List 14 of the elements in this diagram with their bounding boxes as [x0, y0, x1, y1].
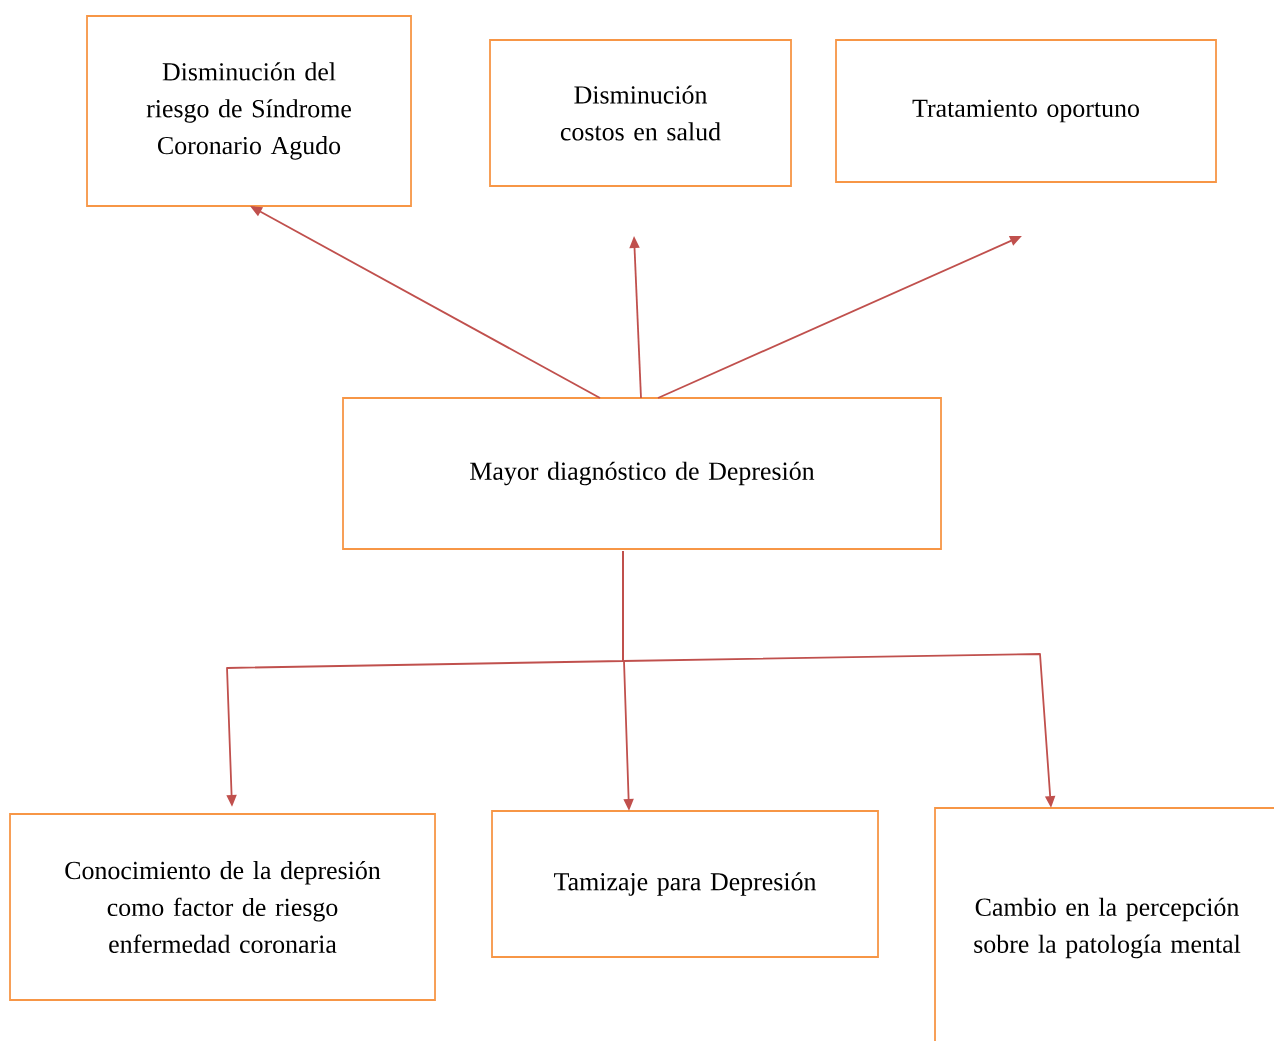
- box-text: Disminución costos en salud: [560, 85, 721, 141]
- box-text: Cambio en la percepción sobre la patología mental: [974, 897, 1241, 959]
- box-text: Mayor diagnóstico de Depresión: [470, 461, 815, 486]
- text-box: [342, 397, 942, 550]
- box-text: Disminución del riesgo de Síndrome Coronario Agudo: [146, 62, 351, 160]
- text-box: [835, 39, 1217, 183]
- text-box: [491, 810, 879, 958]
- text-box: [934, 807, 1274, 1041]
- box-text: Conocimiento de la depresión como factor de riesgo enfermedad coronaria: [65, 861, 381, 953]
- box-text: Tamizaje para Depresión: [554, 872, 817, 896]
- text-box: [86, 15, 412, 207]
- box-text: Tratamiento oportuno: [912, 99, 1139, 123]
- text-box: [489, 39, 792, 187]
- text-box: [9, 813, 436, 1001]
